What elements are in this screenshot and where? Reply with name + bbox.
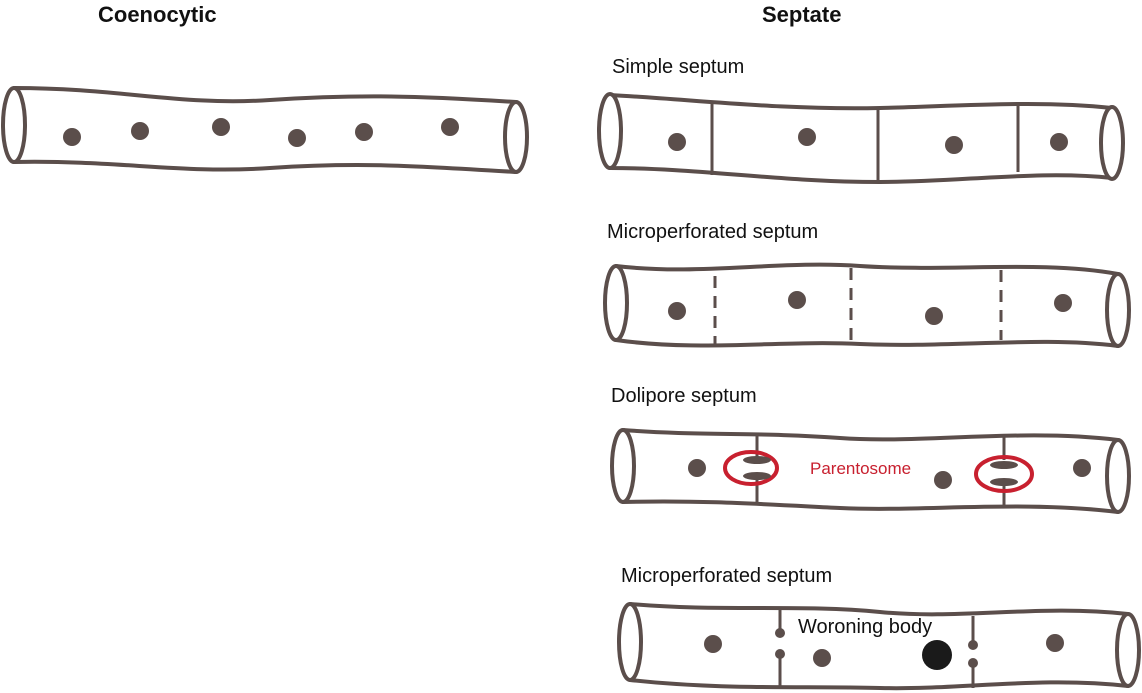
nucleus: [131, 122, 149, 140]
septal-pore-edge: [775, 628, 785, 638]
header-coenocytic: Coenocytic: [98, 2, 217, 27]
hypha-open-end: [597, 92, 623, 170]
nucleus: [668, 133, 686, 151]
hypha-open-end: [1105, 272, 1131, 348]
nucleus: [288, 129, 306, 147]
nucleus: [355, 123, 373, 141]
hypha-open-end: [603, 264, 629, 342]
header-septate: Septate: [762, 2, 841, 27]
nucleus: [945, 136, 963, 154]
coenocytic-hypha: [1, 86, 529, 174]
simple-septum-hypha: [597, 92, 1125, 184]
panel-label-simple-septum: Simple septum: [612, 56, 744, 78]
parentosome-label: Parentosome: [810, 459, 911, 478]
dolipore-swelling: [743, 456, 771, 464]
hypha-open-end: [1115, 612, 1141, 688]
panel-label-dolipore-septum: Dolipore septum: [611, 385, 757, 407]
nucleus: [704, 635, 722, 653]
dolipore-septum-hypha: Parentosome: [610, 428, 1131, 514]
woronin-body: [922, 640, 952, 670]
hypha-open-end: [610, 428, 636, 504]
nucleus: [63, 128, 81, 146]
septal-pore-edge: [968, 640, 978, 650]
dolipore-swelling: [743, 472, 771, 480]
nucleus: [788, 291, 806, 309]
nucleus: [1054, 294, 1072, 312]
parentosome: [723, 450, 779, 486]
nucleus: [925, 307, 943, 325]
hypha-open-end: [617, 602, 643, 682]
hypha-open-end: [1099, 105, 1125, 181]
panel-label-microperforated-septum-woronin: Microperforated septum: [621, 565, 832, 587]
parentosome: [974, 455, 1034, 493]
septal-pore-edge: [775, 649, 785, 659]
nucleus: [441, 118, 459, 136]
nucleus: [212, 118, 230, 136]
septal-pore-edge: [968, 658, 978, 668]
nucleus: [1050, 133, 1068, 151]
nucleus: [813, 649, 831, 667]
woronin-body-label: Woroning body: [798, 616, 932, 638]
dolipore-swelling: [990, 461, 1018, 469]
dolipore-swelling: [990, 478, 1018, 486]
nucleus: [1046, 634, 1064, 652]
woronin-septum-hypha: Woroning body: [617, 602, 1141, 691]
nucleus: [798, 128, 816, 146]
nucleus: [1073, 459, 1091, 477]
microperforated-septum-hypha: [603, 262, 1131, 348]
nucleus: [688, 459, 706, 477]
nucleus: [934, 471, 952, 489]
hypha-open-end: [503, 100, 529, 174]
hypha-open-end: [1, 86, 27, 164]
hypha-open-end: [1105, 438, 1131, 514]
nucleus: [668, 302, 686, 320]
panel-label-microperforated-septum: Microperforated septum: [607, 221, 818, 243]
